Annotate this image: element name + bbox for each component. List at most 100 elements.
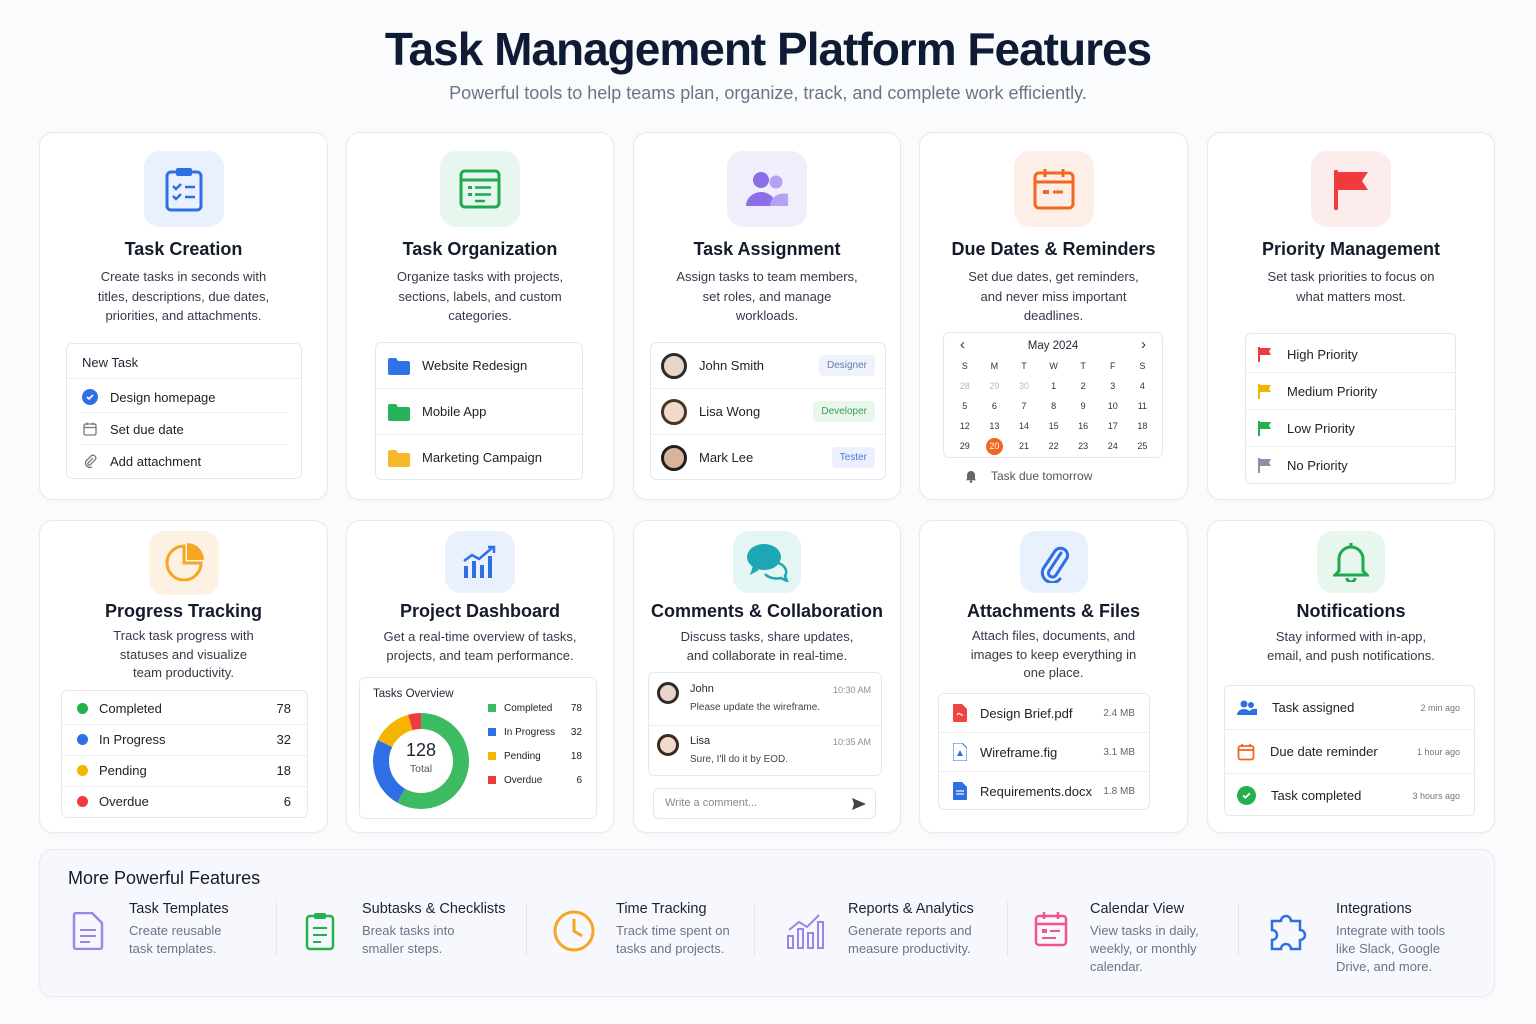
task-item[interactable]: Add attachment [67, 450, 301, 472]
card-task-organization: Task Organization Organize tasks with pr… [346, 132, 614, 500]
card-title: Progress Tracking [104, 601, 263, 621]
clipboard-icon [143, 151, 224, 227]
assignee-row[interactable]: John Smith Designer [651, 343, 885, 388]
card-title: Notifications [1296, 601, 1406, 621]
panel-title: New Task [82, 355, 139, 370]
folder-item[interactable]: Mobile App [376, 389, 582, 434]
check-circle-icon [82, 389, 98, 405]
user-group-icon [1237, 700, 1257, 716]
page-title: Task Management Platform Features [384, 23, 1152, 75]
prev-month-button[interactable]: ‹ [960, 336, 965, 353]
donut-slice [373, 713, 469, 809]
card-description: Discuss tasks, share updates,and collabo… [680, 629, 854, 663]
feature-reports: Reports & Analytics Generate reports and… [782, 900, 1002, 990]
assignee-row[interactable]: Lisa Wong Developer [651, 389, 885, 434]
bell-icon [1317, 531, 1385, 593]
paperclip-icon [1019, 531, 1088, 593]
avatar [661, 398, 687, 425]
flag-gray-icon [1257, 457, 1273, 473]
comment-input[interactable]: Write a comment... [653, 788, 876, 819]
folder-item[interactable]: Website Redesign [376, 343, 582, 388]
card-attachments: Attachments & Files Attach files, docume… [919, 520, 1188, 833]
next-month-button[interactable]: › [1141, 336, 1146, 353]
folder-list: Website Redesign Mobile App Marketing Ca… [375, 342, 583, 480]
task-item[interactable]: Set due date [67, 418, 301, 440]
page-subtitle: Powerful tools to help teams plan, organ… [449, 83, 1087, 103]
card-title: Task Creation [124, 239, 243, 259]
users-icon [727, 151, 807, 227]
organizer-icon [440, 151, 520, 227]
dot-blue-icon [77, 733, 88, 745]
total-label: Total [409, 763, 433, 775]
priority-none[interactable]: No Priority [1246, 447, 1455, 483]
role-badge: Developer [813, 401, 875, 422]
calendar-icon [1013, 151, 1094, 227]
assignee-list: John Smith Designer Lisa Wong Developer … [650, 342, 886, 480]
card-priority-management: Priority Management Set task priorities … [1207, 132, 1495, 500]
check-circle-icon [1237, 786, 1256, 805]
card-comments: Comments & Collaboration Discuss tasks, … [633, 520, 901, 833]
puzzle-icon [1268, 909, 1312, 951]
priority-medium[interactable]: Medium Priority [1246, 373, 1455, 409]
pie-chart-icon [148, 531, 219, 595]
priority-low[interactable]: Low Priority [1246, 410, 1455, 446]
flag-red-icon [1257, 346, 1273, 362]
card-progress-tracking: Progress Tracking Track task progress wi… [39, 520, 328, 833]
new-task-panel: New Task Design homepage Set due date Ad… [66, 343, 302, 479]
avatar [661, 352, 687, 379]
task-item[interactable]: Design homepage [67, 386, 301, 408]
send-icon[interactable] [851, 796, 867, 812]
assignee-row[interactable]: Mark Lee Tester [651, 435, 885, 480]
panel-title: Tasks Overview [373, 688, 454, 700]
bell-icon [964, 469, 978, 483]
card-description: Get a real-time overview of tasks,projec… [383, 629, 577, 663]
card-task-creation: Task Creation Create tasks in seconds wi… [39, 132, 328, 500]
doc-file-icon [953, 782, 967, 800]
calendar-icon [1237, 743, 1255, 761]
pdf-file-icon [953, 704, 967, 722]
flag-icon [1311, 151, 1391, 227]
priority-high[interactable]: High Priority [1246, 336, 1455, 372]
card-title: Task Organization [402, 239, 558, 259]
card-title: Attachments & Files [966, 601, 1141, 621]
priority-list: High Priority Medium Priority Low Priori… [1245, 333, 1456, 484]
folder-icon [388, 403, 410, 421]
card-title: Priority Management [1261, 239, 1441, 259]
selected-date[interactable]: 20 [980, 436, 1010, 456]
card-title: Task Assignment [693, 239, 841, 259]
section-title: More Powerful Features [68, 868, 261, 888]
role-badge: Designer [818, 355, 875, 376]
comment-thread: John 10:30 AM Please update the wirefram… [648, 672, 882, 776]
calendar-icon [82, 421, 98, 437]
document-icon [72, 912, 104, 950]
clock-icon [552, 909, 596, 953]
chat-bubbles-icon [733, 531, 801, 593]
card-title: Due Dates & Reminders [951, 239, 1156, 259]
card-title: Project Dashboard [399, 601, 561, 621]
folder-item[interactable]: Marketing Campaign [376, 435, 582, 480]
card-notifications: Notifications Stay informed with in-app,… [1207, 520, 1495, 833]
